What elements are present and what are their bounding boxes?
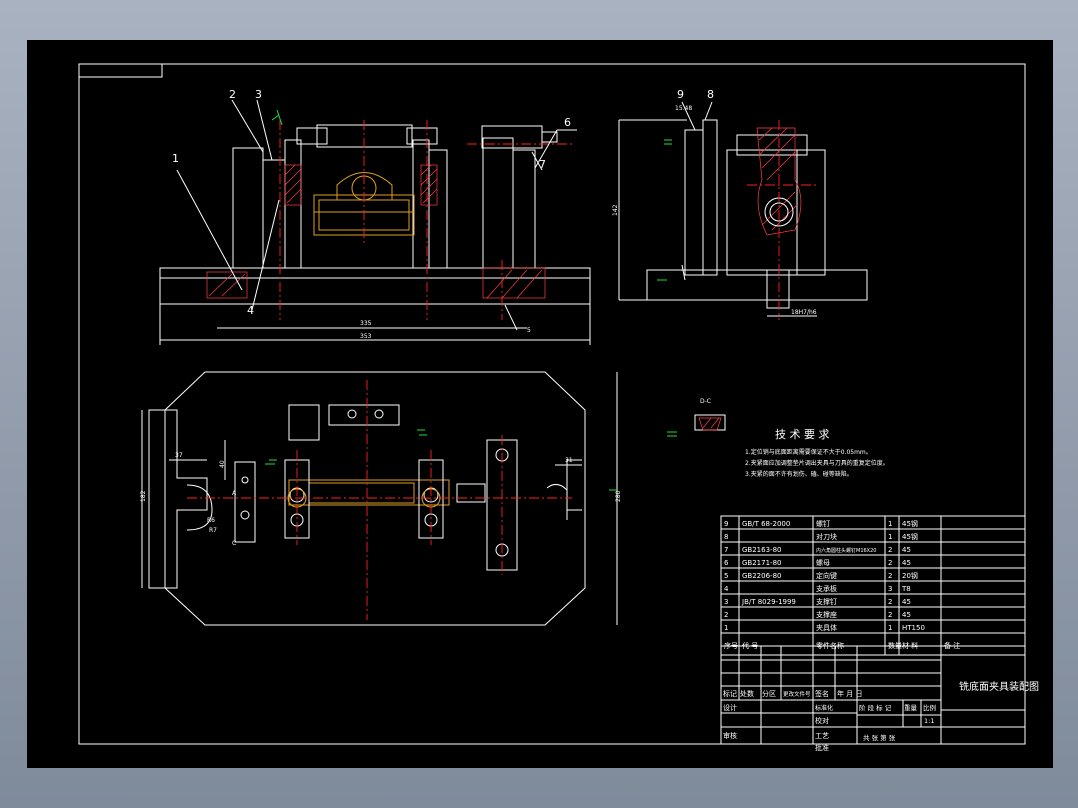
- bom-cell-code: GB2206-80: [742, 572, 781, 580]
- balloon-7: 7: [539, 158, 546, 171]
- dim-front-inner: 335: [360, 320, 372, 327]
- bom-cell-code: GB2171-80: [742, 559, 781, 567]
- bom-cell-code: GB2163-80: [742, 546, 781, 554]
- dim-plan-r1: R6: [207, 517, 215, 524]
- tb-scale-value: 1:1: [924, 717, 934, 725]
- balloon-3: 3: [255, 88, 262, 101]
- dim-plan-height: 182: [140, 490, 147, 502]
- base-body: [159, 267, 591, 305]
- bom-cell-qty: 2: [888, 559, 892, 567]
- balloon-8: 8: [707, 88, 714, 101]
- bom-cell-qty: 2: [888, 611, 892, 619]
- bom-cell-material: 45钢: [902, 532, 918, 541]
- bom-cell-material: 45: [902, 546, 911, 554]
- dim-plan-right-width: 31: [565, 457, 573, 464]
- tb-zone: 分区: [762, 689, 776, 698]
- cad-viewport[interactable]: 335 353 1 2 3 4 5 6 7: [27, 40, 1053, 768]
- tb-standard: 标准化: [815, 704, 833, 712]
- dim-side-height: 142: [612, 204, 619, 216]
- bom-cell-name: 螺母: [816, 558, 830, 567]
- title-block: 标记 处数 分区 更改文件号 签名 年 月 日 设计 标准化 校对 审核 工艺 …: [720, 645, 1039, 752]
- bom-cell-no: 2: [724, 611, 728, 619]
- tb-date: 年 月 日: [837, 689, 862, 698]
- tb-change-doc: 更改文件号: [783, 690, 811, 698]
- bom-cell-no: 7: [724, 546, 728, 554]
- dim-plan-left-width: 37: [175, 452, 183, 459]
- tb-review: 审核: [723, 731, 737, 740]
- tb-design: 设计: [723, 703, 737, 712]
- bom-cell-qty: 2: [888, 546, 892, 554]
- bom-cell-material: 20钢: [902, 571, 918, 580]
- bom-cell-no: 9: [724, 520, 728, 528]
- bom-cell-qty: 2: [888, 572, 892, 580]
- bom-cell-no: 8: [724, 533, 728, 541]
- dim-plan-r2: R7: [209, 527, 217, 534]
- tb-count: 处数: [740, 689, 754, 698]
- tb-scale: 比例: [923, 703, 936, 712]
- tb-approve: 批准: [815, 743, 829, 752]
- tb-proofread: 校对: [815, 716, 829, 725]
- bom-cell-material: HT150: [902, 624, 925, 632]
- dim-side-small: 15.48: [675, 105, 692, 112]
- tech-req-item-3: 3.夹紧的面不许有划伤、磕、碰等缺陷。: [745, 470, 853, 478]
- plan-marker-a: A: [232, 490, 237, 497]
- drawing-title: 铣底面夹具装配图: [959, 680, 1039, 693]
- dim-plan-right: 280: [615, 490, 622, 502]
- tech-req-title: 技 术 要 求: [775, 428, 830, 441]
- plan-view: 182 280 37 40 31 R6 R7 A C: [140, 371, 622, 626]
- plan-marker-c: C: [232, 540, 236, 547]
- bom-cell-no: 6: [724, 559, 729, 567]
- bom-cell-qty: 3: [888, 585, 892, 593]
- tech-req-item-1: 1.定位销与底面距离需要保证不大于0.05mm。: [745, 448, 872, 456]
- bom-cell-name: 内六角圆柱头螺钉M16X20: [816, 547, 876, 554]
- dim-side-fit: 18H7/h6: [791, 309, 817, 316]
- tb-sheets: 共 张 第 张: [863, 733, 896, 742]
- bom-cell-qty: 1: [888, 624, 892, 632]
- bom-cell-code: JB/T 8029-1999: [741, 598, 796, 606]
- assembly-drawing: 335 353 1 2 3 4 5 6 7: [78, 63, 1039, 752]
- bom-cell-no: 1: [724, 624, 728, 632]
- bom-cell-name: 对刀块: [816, 532, 837, 541]
- balloon-4: 4: [247, 304, 254, 317]
- bom-cell-name: 支承板: [816, 584, 837, 593]
- bom-cell-material: T8: [901, 585, 911, 593]
- tb-craft: 工艺: [815, 732, 829, 740]
- bom-cell-no: 3: [724, 598, 728, 606]
- bom-cell-qty: 1: [888, 533, 892, 541]
- bom-cell-material: 45钢: [902, 519, 918, 528]
- dim-plan-left-height: 40: [219, 460, 226, 468]
- bom-cell-code: GB/T 68-2000: [742, 520, 790, 528]
- bom-cell-material: 45: [902, 598, 911, 606]
- bom-cell-no: 4: [724, 585, 729, 593]
- balloon-2: 2: [229, 88, 236, 101]
- bom-cell-name: 支撑钉: [816, 597, 837, 606]
- bom-cell-name: 支撑座: [816, 610, 837, 619]
- balloon-9: 9: [677, 88, 684, 101]
- tb-stage-mark: 阶 段 标 记: [859, 703, 892, 712]
- section-label: D-C: [700, 398, 711, 405]
- dim-front-outer: 353: [360, 333, 372, 340]
- bom-cell-material: 45: [902, 559, 911, 567]
- bom-cell-name: 螺钉: [816, 519, 830, 528]
- bom-cell-material: 45: [902, 611, 911, 619]
- balloon-5: 5: [527, 327, 531, 334]
- balloon-6: 6: [564, 116, 571, 129]
- technical-requirements: 技 术 要 求 1.定位销与底面距离需要保证不大于0.05mm。 2.夹紧面应加…: [745, 428, 889, 478]
- section-detail: D-C: [667, 398, 726, 437]
- tb-sign: 签名: [815, 689, 829, 698]
- bom-cell-name: 定向键: [816, 571, 837, 580]
- tb-mark: 标记: [723, 689, 737, 698]
- bom-cell-no: 5: [724, 572, 728, 580]
- bom-cell-qty: 1: [888, 520, 892, 528]
- drawing-frame: [78, 63, 1026, 745]
- bom-table: 9 GB/T 68-2000 螺钉 1 45钢 8 对刀块 1 45钢 7 GB2163-80 内六角…: [720, 515, 1026, 656]
- tb-weight: 重量: [904, 704, 918, 712]
- frame-corner-box: [78, 63, 163, 78]
- side-view: 142 18H7/h6 15.48 9 8: [612, 88, 868, 320]
- bom-cell-name: 夹具体: [816, 623, 837, 632]
- balloon-1: 1: [172, 152, 179, 165]
- tech-req-item-2: 2.夹紧面应加调整垫片调出夹具与刀具的重复定位度。: [745, 459, 889, 467]
- front-view: 335 353 1 2 3 4 5 6 7: [159, 88, 591, 345]
- bom-cell-qty: 2: [888, 598, 892, 606]
